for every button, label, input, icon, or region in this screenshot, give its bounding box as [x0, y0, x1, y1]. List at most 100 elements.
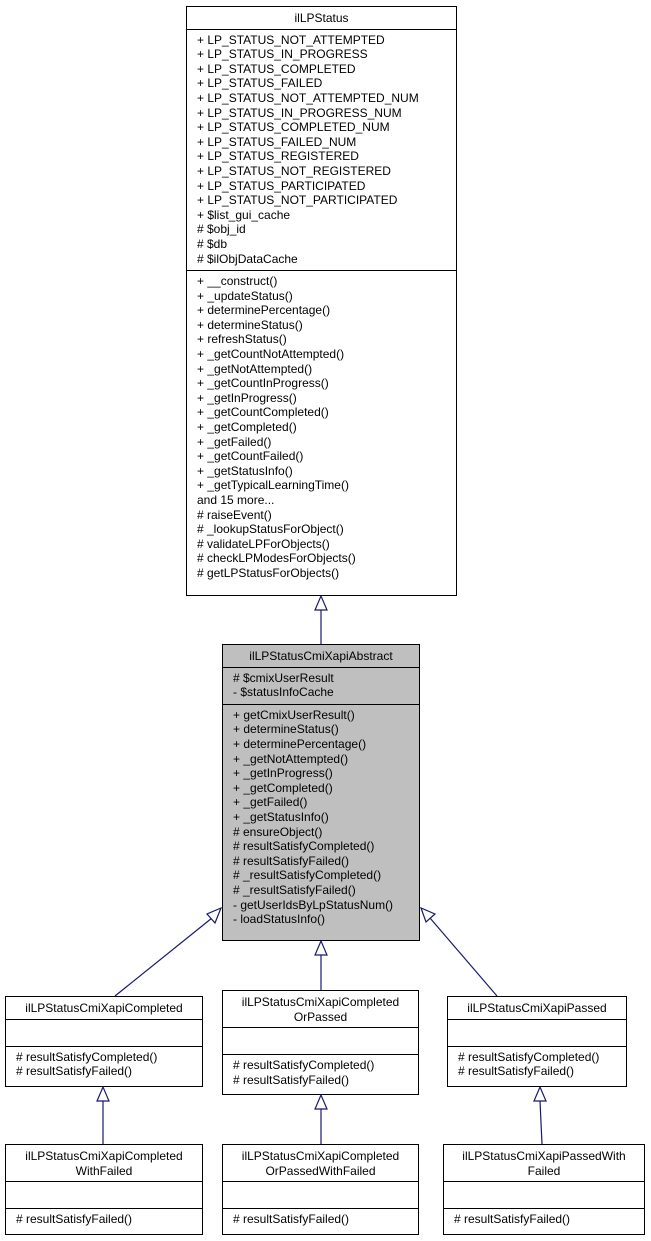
class-name: OrPassed [293, 1009, 348, 1024]
method: + _getFailed() [197, 434, 272, 449]
method: # _resultSatisfyFailed() [233, 882, 356, 897]
method: + _updateStatus() [197, 288, 293, 303]
class-ilLPStatusCmiXapiCompleted[interactable]: ilLPStatusCmiXapiCompleted # resultSatis… [5, 996, 203, 1087]
attribute: # $obj_id [197, 222, 246, 237]
method: - loadStatusInfo() [233, 912, 326, 927]
attributes-section [223, 1027, 418, 1054]
class-name: ilLPStatusCmiXapiCompleted [25, 1001, 183, 1015]
class-name: OrPassedWithFailed [265, 1163, 376, 1178]
class-name: ilLPStatus [294, 11, 349, 25]
attribute: + $list_gui_cache [197, 207, 291, 222]
method: # resultSatisfyCompleted() [233, 839, 375, 854]
class-name: ilLPStatusCmiXapiPassedWith [462, 1149, 626, 1163]
methods-section: # resultSatisfyFailed() [6, 1208, 202, 1231]
method: + getCmixUserResult() [233, 707, 355, 722]
method: # resultSatisfyFailed() [16, 1212, 133, 1227]
attribute: + LP_STATUS_COMPLETED [197, 61, 356, 76]
class-ilLPStatusCmiXapiPassedWithFailed[interactable]: ilLPStatusCmiXapiPassedWith Failed # res… [443, 1144, 645, 1235]
attributes-section: + LP_STATUS_NOT_ATTEMPTED + LP_STATUS_IN… [187, 28, 456, 271]
method: + _getCountInProgress() [197, 376, 329, 391]
class-ilLPStatus[interactable]: ilLPStatus + LP_STATUS_NOT_ATTEMPTED + L… [186, 6, 457, 596]
attribute: + LP_STATUS_NOT_REGISTERED [197, 163, 391, 178]
attribute: # $db [197, 236, 228, 251]
method: # _resultSatisfyCompleted() [233, 868, 382, 883]
method: # resultSatisfyFailed() [454, 1212, 571, 1227]
method: # resultSatisfyFailed() [16, 1064, 133, 1079]
class-title: ilLPStatusCmiXapiPassedWith Failed [444, 1145, 644, 1181]
method: # getLPStatusForObjects() [197, 565, 340, 580]
attribute: + LP_STATUS_NOT_PARTICIPATED [197, 193, 398, 208]
attributes-section [6, 1181, 202, 1208]
method: # resultSatisfyFailed() [233, 853, 350, 868]
method: + _getInProgress() [197, 390, 297, 405]
method: + determinePercentage() [197, 303, 331, 318]
class-name: ilLPStatusCmiXapiPassed [467, 1001, 607, 1015]
class-name: ilLPStatusCmiXapiAbstract [249, 649, 393, 663]
method: + __construct() [197, 274, 278, 289]
method: + _getCountFailed() [197, 449, 304, 464]
method: # validateLPForObjects() [197, 536, 330, 551]
attribute: + LP_STATUS_IN_PROGRESS_NUM [197, 105, 402, 120]
class-ilLPStatusCmiXapiPassed[interactable]: ilLPStatusCmiXapiPassed # resultSatisfyC… [447, 996, 627, 1087]
method: # ensureObject() [233, 824, 323, 839]
inheritance-arrowhead [419, 906, 437, 924]
class-title: ilLPStatusCmiXapiPassed [448, 997, 626, 1019]
method: + determinePercentage() [233, 736, 367, 751]
edge-completed-to-abstract [114, 917, 213, 997]
method: + determineStatus() [197, 317, 303, 332]
class-title: ilLPStatus [187, 7, 456, 29]
method: # resultSatisfyCompleted() [16, 1049, 158, 1064]
methods-section: + getCmixUserResult() + determineStatus(… [223, 703, 419, 931]
method: + _getCountCompleted() [197, 405, 329, 420]
method: # resultSatisfyFailed() [458, 1064, 575, 1079]
class-name: ilLPStatusCmiXapiCompleted [241, 1149, 400, 1163]
class-title: ilLPStatusCmiXapiCompleted WithFailed [6, 1145, 202, 1181]
method: + _getTypicalLearningTime() [197, 478, 349, 493]
attribute: + LP_STATUS_FAILED_NUM [197, 134, 357, 149]
class-title: ilLPStatusCmiXapiAbstract [223, 645, 419, 667]
class-ilLPStatusCmiXapiCompletedOrPassed[interactable]: ilLPStatusCmiXapiCompleted OrPassed # re… [222, 990, 419, 1095]
methods-section: # resultSatisfyFailed() [444, 1208, 644, 1231]
method: # _lookupStatusForObject() [197, 522, 344, 537]
class-ilLPStatusCmiXapiCompletedWithFailed[interactable]: ilLPStatusCmiXapiCompleted WithFailed # … [5, 1144, 203, 1235]
attribute: # $cmixUserResult [233, 670, 334, 685]
attribute: + LP_STATUS_IN_PROGRESS [197, 47, 368, 62]
attribute: + LP_STATUS_REGISTERED [197, 149, 359, 164]
methods-section: + __construct() + _updateStatus() + dete… [187, 270, 456, 584]
inheritance-arrowhead [314, 939, 328, 956]
inheritance-arrowhead [314, 1093, 328, 1110]
attribute: + LP_STATUS_FAILED [197, 76, 323, 91]
inheritance-arrowhead [533, 1085, 547, 1102]
attribute: + LP_STATUS_PARTICIPATED [197, 178, 366, 193]
method: + _getStatusInfo() [233, 809, 329, 824]
method: # resultSatisfyFailed() [233, 1072, 350, 1087]
method: # raiseEvent() [197, 507, 272, 522]
edge-passedwithfailed-to-passed [539, 1100, 543, 1145]
attributes-section [223, 1181, 418, 1208]
method: + _getStatusInfo() [197, 463, 293, 478]
attributes-section [444, 1181, 644, 1208]
attribute: + LP_STATUS_NOT_ATTEMPTED_NUM [197, 90, 419, 105]
class-title: ilLPStatusCmiXapiCompleted OrPassed [223, 991, 418, 1027]
class-title: ilLPStatusCmiXapiCompleted OrPassedWithF… [223, 1145, 418, 1181]
methods-section: # resultSatisfyCompleted() # resultSatis… [6, 1045, 202, 1083]
attribute: - $statusInfoCache [233, 685, 334, 700]
method: + _getNotAttempted() [233, 751, 349, 766]
class-name: ilLPStatusCmiXapiCompleted [25, 1149, 183, 1163]
method: # resultSatisfyFailed() [233, 1212, 350, 1227]
more-methods-note[interactable]: and 15 more... [197, 493, 275, 507]
class-name: WithFailed [75, 1163, 133, 1178]
class-ilLPStatusCmiXapiAbstract[interactable]: ilLPStatusCmiXapiAbstract # $cmixUserRes… [222, 644, 420, 941]
method: + _getCompleted() [233, 780, 333, 795]
method: + determineStatus() [233, 722, 339, 737]
attribute: # $ilObjDataCache [197, 251, 298, 266]
class-title: ilLPStatusCmiXapiCompleted [6, 997, 202, 1019]
method: # checkLPModesForObjects() [197, 551, 356, 566]
method: # resultSatisfyCompleted() [458, 1049, 600, 1064]
method: + refreshStatus() [197, 332, 287, 347]
class-ilLPStatusCmiXapiCompletedOrPassedWithFailed[interactable]: ilLPStatusCmiXapiCompleted OrPassedWithF… [222, 1144, 419, 1235]
method: + _getCountNotAttempted() [197, 347, 345, 362]
inheritance-arrowhead [314, 594, 328, 611]
method: + _getNotAttempted() [197, 361, 313, 376]
